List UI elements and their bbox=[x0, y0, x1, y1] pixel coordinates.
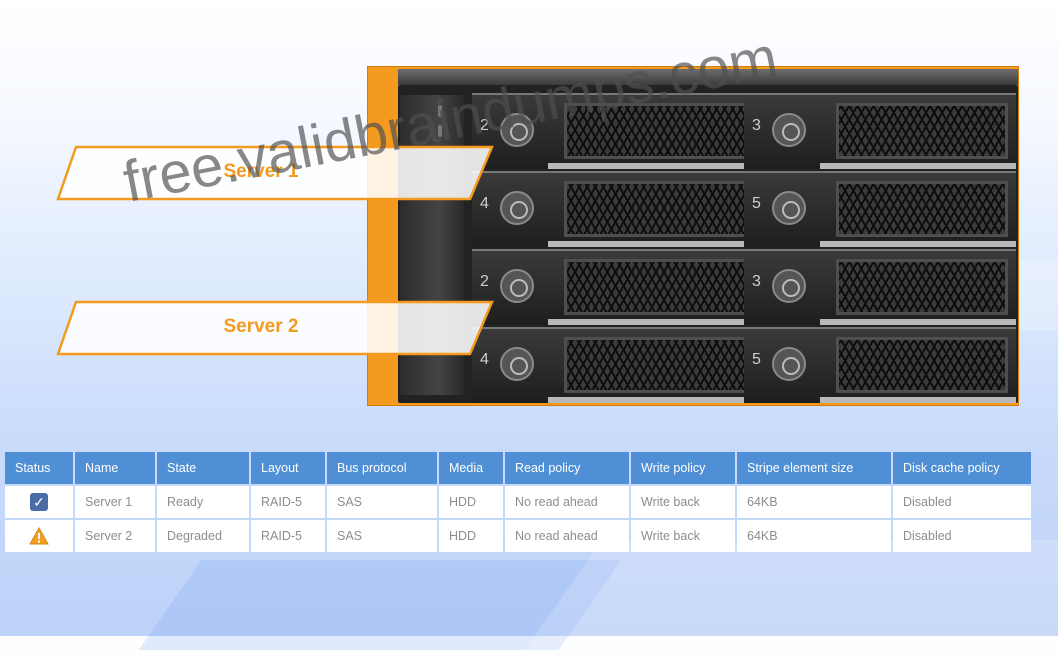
drive-rail bbox=[820, 241, 1016, 247]
column-header-disk-cache-policy: Disk cache policy bbox=[893, 452, 1031, 484]
drive-grille bbox=[836, 337, 1008, 393]
drive-rail bbox=[548, 163, 772, 169]
callout-shape bbox=[56, 145, 494, 201]
drive-grille bbox=[836, 181, 1008, 237]
drive-release-button-icon bbox=[772, 269, 806, 303]
drive-bay: 2 bbox=[472, 249, 772, 325]
drive-bay: 2 bbox=[472, 93, 772, 169]
table-header-row: Status Name State Layout Bus protocol Me… bbox=[5, 452, 1031, 484]
cell-name: Server 1 bbox=[75, 486, 155, 518]
server1-callout: Server 1 bbox=[56, 145, 494, 201]
drive-grille bbox=[564, 181, 764, 237]
drive-rail bbox=[820, 163, 1016, 169]
cell-layout: RAID-5 bbox=[251, 520, 325, 552]
cell-write-policy: Write back bbox=[631, 486, 735, 518]
status-led bbox=[438, 105, 442, 117]
cell-read-policy: No read ahead bbox=[505, 520, 629, 552]
column-header-write-policy: Write policy bbox=[631, 452, 735, 484]
column-header-state: State bbox=[157, 452, 249, 484]
server2-label: Server 2 bbox=[223, 316, 299, 337]
drive-bay-number: 4 bbox=[480, 195, 489, 212]
drive-bay-number: 5 bbox=[752, 195, 761, 212]
warning-icon bbox=[29, 527, 49, 545]
drive-bay: 3 bbox=[744, 93, 1016, 169]
cell-write-policy: Write back bbox=[631, 520, 735, 552]
cell-bus-protocol: SAS bbox=[327, 486, 437, 518]
server1-label: Server 1 bbox=[223, 161, 299, 182]
cell-media: HDD bbox=[439, 486, 503, 518]
chassis-front: 2 3 4 5 2 3 bbox=[398, 85, 1018, 403]
cell-stripe-element-size: 64KB bbox=[737, 486, 891, 518]
cell-state: Ready bbox=[157, 486, 249, 518]
drive-bay-number: 5 bbox=[752, 351, 761, 368]
drive-grille bbox=[836, 259, 1008, 315]
drive-release-button-icon bbox=[772, 113, 806, 147]
column-header-bus-protocol: Bus protocol bbox=[327, 452, 437, 484]
drive-rail bbox=[548, 319, 772, 325]
chassis-top-cover bbox=[398, 69, 1018, 85]
drive-release-button-icon bbox=[772, 191, 806, 225]
drive-bay-number: 3 bbox=[752, 117, 761, 134]
checkbox-checked-icon: ✓ bbox=[30, 493, 48, 511]
drive-rail bbox=[820, 397, 1016, 403]
cell-layout: RAID-5 bbox=[251, 486, 325, 518]
table-row[interactable]: Server 2 Degraded RAID-5 SAS HDD No read… bbox=[5, 520, 1031, 552]
virtual-disk-table: Status Name State Layout Bus protocol Me… bbox=[3, 450, 1033, 554]
drive-bay: 4 bbox=[472, 171, 772, 247]
drive-grille bbox=[836, 103, 1008, 159]
column-header-status: Status bbox=[5, 452, 73, 484]
drive-bay-number: 2 bbox=[480, 117, 489, 134]
drive-bay-number: 4 bbox=[480, 351, 489, 368]
column-header-name: Name bbox=[75, 452, 155, 484]
drive-bay: 3 bbox=[744, 249, 1016, 325]
drive-release-button-icon bbox=[500, 191, 534, 225]
drive-bay: 5 bbox=[744, 171, 1016, 247]
status-led bbox=[438, 125, 442, 137]
cell-name: Server 2 bbox=[75, 520, 155, 552]
drive-release-button-icon bbox=[500, 347, 534, 381]
cell-disk-cache-policy: Disabled bbox=[893, 486, 1031, 518]
cell-state: Degraded bbox=[157, 520, 249, 552]
drive-bay-number: 3 bbox=[752, 273, 761, 290]
drive-grille bbox=[564, 259, 764, 315]
drive-release-button-icon bbox=[500, 113, 534, 147]
cell-stripe-element-size: 64KB bbox=[737, 520, 891, 552]
column-header-stripe-element-size: Stripe element size bbox=[737, 452, 891, 484]
drive-bay-number: 2 bbox=[480, 273, 489, 290]
drive-release-button-icon bbox=[500, 269, 534, 303]
cell-read-policy: No read ahead bbox=[505, 486, 629, 518]
callout-shape bbox=[56, 300, 494, 356]
drive-bay: 5 bbox=[744, 327, 1016, 403]
cell-media: HDD bbox=[439, 520, 503, 552]
drive-grille bbox=[564, 337, 764, 393]
drive-bay: 4 bbox=[472, 327, 772, 403]
drive-release-button-icon bbox=[772, 347, 806, 381]
column-header-layout: Layout bbox=[251, 452, 325, 484]
column-header-read-policy: Read policy bbox=[505, 452, 629, 484]
server2-callout: Server 2 bbox=[56, 300, 494, 356]
status-cell bbox=[5, 520, 73, 552]
drive-rail bbox=[548, 241, 772, 247]
background-stripe bbox=[517, 540, 1058, 660]
cell-disk-cache-policy: Disabled bbox=[893, 520, 1031, 552]
drive-rail bbox=[548, 397, 772, 403]
drive-rail bbox=[820, 319, 1016, 325]
drive-grille bbox=[564, 103, 764, 159]
column-header-media: Media bbox=[439, 452, 503, 484]
status-cell: ✓ bbox=[5, 486, 73, 518]
table-row[interactable]: ✓ Server 1 Ready RAID-5 SAS HDD No read … bbox=[5, 486, 1031, 518]
server-chassis-image: 2 3 4 5 2 3 bbox=[367, 66, 1019, 406]
cell-bus-protocol: SAS bbox=[327, 520, 437, 552]
